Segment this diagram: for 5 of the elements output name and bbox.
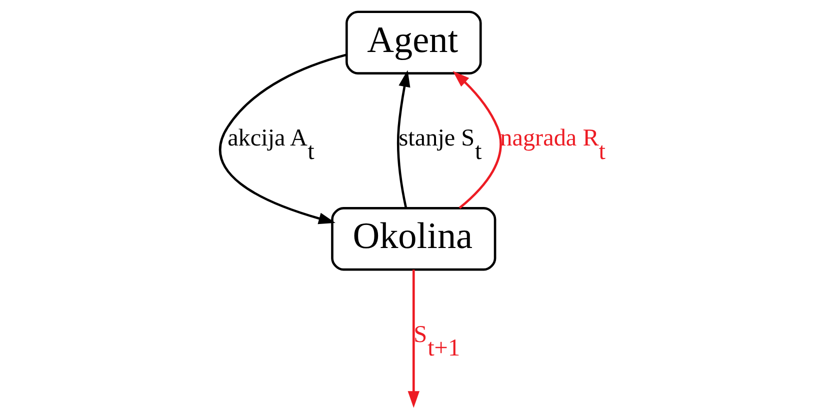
arrow	[452, 70, 502, 209]
arrow	[218, 54, 346, 224]
node-box: Agent	[345, 10, 482, 74]
arrow	[396, 70, 410, 208]
node-box: Okolina	[330, 207, 496, 271]
